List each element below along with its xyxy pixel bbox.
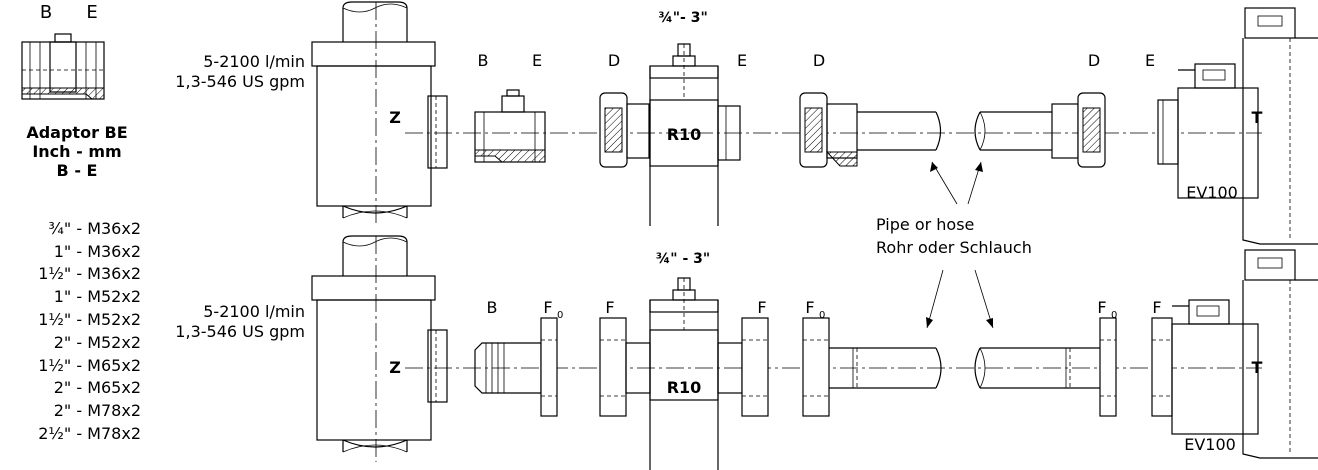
adaptor-size: 1½" - M36x2 [38,264,141,283]
top-part-letters: B E D E D D E [478,51,1156,70]
bottom-pipe-right [974,347,1100,389]
top-letter: D [813,51,825,70]
bottom-letter: F [1152,298,1161,317]
adaptor-size: 2" - M78x2 [54,401,141,420]
bottom-flange-f-2 [717,317,769,417]
bottom-subscript: 0 [557,310,563,321]
top-letter: E [1145,51,1155,70]
bottom-assembly: 5-2100 l/min 1,3-546 US gpm Z [175,235,1318,470]
bottom-letter: B [487,298,498,317]
top-letter: D [608,51,620,70]
bottom-pipe-left [829,347,942,389]
adaptor-drawing [21,33,105,100]
bottom-letter: F [605,298,614,317]
adaptor-column-label: B - E [57,161,98,180]
adaptor-size: 1½" - M65x2 [38,356,141,375]
bottom-subscript: 0 [1111,310,1117,321]
top-valve-r10: ¾"- 3" R10 [649,10,741,226]
top-valve-label: R10 [667,125,702,144]
top-adaptor-be [474,89,546,163]
bottom-meter-model: EV100 [1184,435,1236,454]
top-filter-label: Z [389,108,401,127]
top-size-range: ¾"- 3" [658,10,708,26]
adaptor-heading: Adaptor BE [26,123,127,142]
adaptor-size: 2½" - M78x2 [38,424,141,443]
top-meter-ev100: T EV100 [1157,7,1318,245]
top-meter-label: T [1252,108,1263,127]
bottom-letter: F [543,298,552,317]
bottom-flange-f0-3 [1099,317,1117,417]
adaptor-size: 1" - M36x2 [54,242,141,261]
top-letter: D [1088,51,1100,70]
top-flow-lpm: 5-2100 l/min [203,52,305,71]
adaptor-subheading: Inch - mm [32,142,121,161]
bottom-subscript: 0 [819,310,825,321]
adaptor-size: 2" - M52x2 [54,333,141,352]
bottom-valve-r10: ¾" - 3" R10 [649,251,719,470]
top-nut-d-1 [599,92,650,168]
pipe-note-en: Pipe or hose [876,215,974,234]
top-assembly: 5-2100 l/min 1,3-546 US gpm Z [175,1,1318,245]
adaptor-size: ¾" - M36x2 [48,219,141,238]
bottom-filter-label: Z [389,358,401,377]
top-meter-model: EV100 [1186,183,1238,202]
adaptor-size-list: ¾" - M36x2 1" - M36x2 1½" - M36x2 1" - M… [38,219,141,443]
bottom-flange-f-1 [599,317,651,417]
adaptor-legend: B E Adaptor BE Inch - mm B - E ¾" - M36x… [21,2,141,443]
top-pipe-left [857,111,942,151]
bottom-flow-gpm: 1,3-546 US gpm [175,322,305,341]
top-letter: E [737,51,747,70]
bottom-letter: F [1097,298,1106,317]
bottom-meter-ev100: T EV100 [1171,249,1318,459]
top-nut-d-3 [1051,92,1106,168]
bottom-filter-z: Z [311,235,448,462]
bottom-meter-label: T [1252,358,1263,377]
top-nut-d-2 [799,92,858,168]
bottom-part-letters: B F 0 F F F 0 F 0 F [487,298,1162,321]
adaptor-size: 2" - M65x2 [54,378,141,397]
bottom-flange-f-3 [1151,317,1173,417]
bottom-flange-f0-1 [540,317,558,417]
pipe-note-de: Rohr oder Schlauch [876,238,1032,257]
adaptor-letter-b: B [40,2,52,23]
top-letter: E [532,51,542,70]
bottom-flange-f0-2 [802,317,830,417]
top-pipe-right [974,111,1052,151]
adaptor-size: 1" - M52x2 [54,287,141,306]
bottom-flow-lpm: 5-2100 l/min [203,302,305,321]
adaptor-size: 1½" - M52x2 [38,310,141,329]
top-filter-z: Z [311,1,448,226]
bottom-valve-label: R10 [667,378,702,397]
top-flow-gpm: 1,3-546 US gpm [175,72,305,91]
bottom-letter: F [805,298,814,317]
pipe-note: Pipe or hose Rohr oder Schlauch [876,161,1032,329]
bottom-letter: F [757,298,766,317]
adaptor-letter-e: E [86,2,97,23]
bottom-size-range: ¾" - 3" [656,251,710,267]
top-letter: B [478,51,489,70]
